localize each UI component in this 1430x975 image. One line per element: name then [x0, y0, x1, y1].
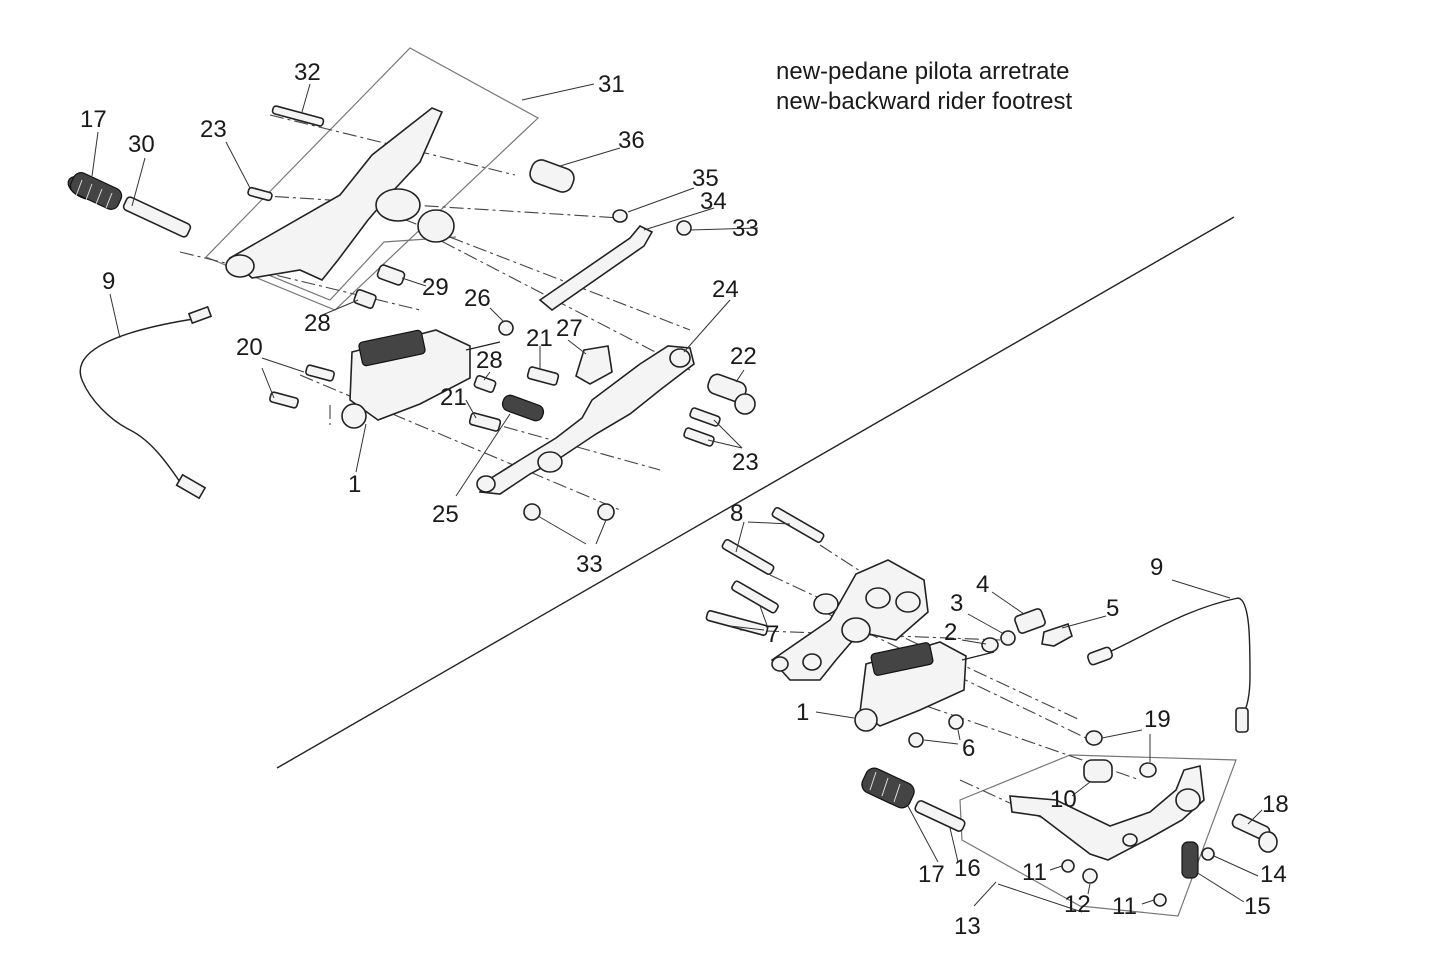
callout-label: 25: [432, 501, 459, 528]
callout-label: 23: [200, 116, 227, 143]
callout-label: 9: [1150, 554, 1163, 581]
callout-label: 35: [692, 165, 719, 192]
callout-label: 23: [732, 449, 759, 476]
callout-label: 33: [732, 215, 759, 242]
callout-label: 16: [954, 855, 981, 882]
callout-label: 7: [766, 621, 779, 648]
callout-label: 36: [618, 127, 645, 154]
callout-label: 9: [102, 268, 115, 295]
callout-label: 18: [1262, 791, 1289, 818]
callout-label: 6: [962, 735, 975, 762]
callout-label: 8: [730, 500, 743, 527]
lower-leader-lines: [729, 521, 1263, 913]
section-divider: [276, 216, 1235, 769]
diagram-title-english: new-backward rider footrest: [776, 88, 1073, 115]
callout-label: 2: [944, 619, 957, 646]
callout-label: 15: [1244, 893, 1271, 920]
callout-label: 12: [1064, 891, 1091, 918]
callout-label: 4: [976, 571, 989, 598]
upper-leader-lines: [91, 83, 759, 545]
callout-label: 5: [1106, 595, 1119, 622]
callout-label: 21: [526, 325, 553, 352]
callout-label: 1: [348, 471, 361, 498]
callout-label: 20: [236, 334, 263, 361]
callout-label: 33: [576, 551, 603, 578]
callout-label: 32: [294, 59, 321, 86]
callout-label: 13: [954, 913, 981, 940]
callout-label: 21: [440, 384, 467, 411]
callout-label: 10: [1050, 786, 1077, 813]
callout-label: 17: [918, 861, 945, 888]
callout-label: 17: [80, 106, 107, 133]
callout-label: 3: [950, 590, 963, 617]
callout-label: 27: [556, 315, 583, 342]
callout-label: 28: [304, 310, 331, 337]
callout-label: 11: [1022, 859, 1047, 886]
callout-label: 26: [464, 285, 491, 312]
callout-label: 11: [1112, 893, 1137, 920]
callout-label: 31: [598, 71, 625, 98]
lower-assembly: [705, 506, 1278, 917]
callout-label: 29: [422, 274, 449, 301]
callout-label: 14: [1260, 861, 1287, 888]
callout-label: 22: [730, 343, 757, 370]
diagram-title-italian: new-pedane pilota arretrate: [776, 58, 1070, 85]
callout-label: 30: [128, 131, 155, 158]
callout-label: 28: [476, 347, 503, 374]
lower-callouts: 8 9 4 3 5 2 7 1 19 6 10 18 17 16 11 12 1…: [730, 500, 1289, 940]
callout-label: 34: [700, 188, 727, 215]
callout-label: 1: [796, 699, 809, 726]
callout-label: 24: [712, 276, 739, 303]
upper-assembly: [67, 47, 756, 521]
callout-label: 19: [1144, 706, 1171, 733]
upper-callouts: 32 31 17 30 23 36 35 34 33 9 29 26 28 24…: [80, 59, 759, 578]
